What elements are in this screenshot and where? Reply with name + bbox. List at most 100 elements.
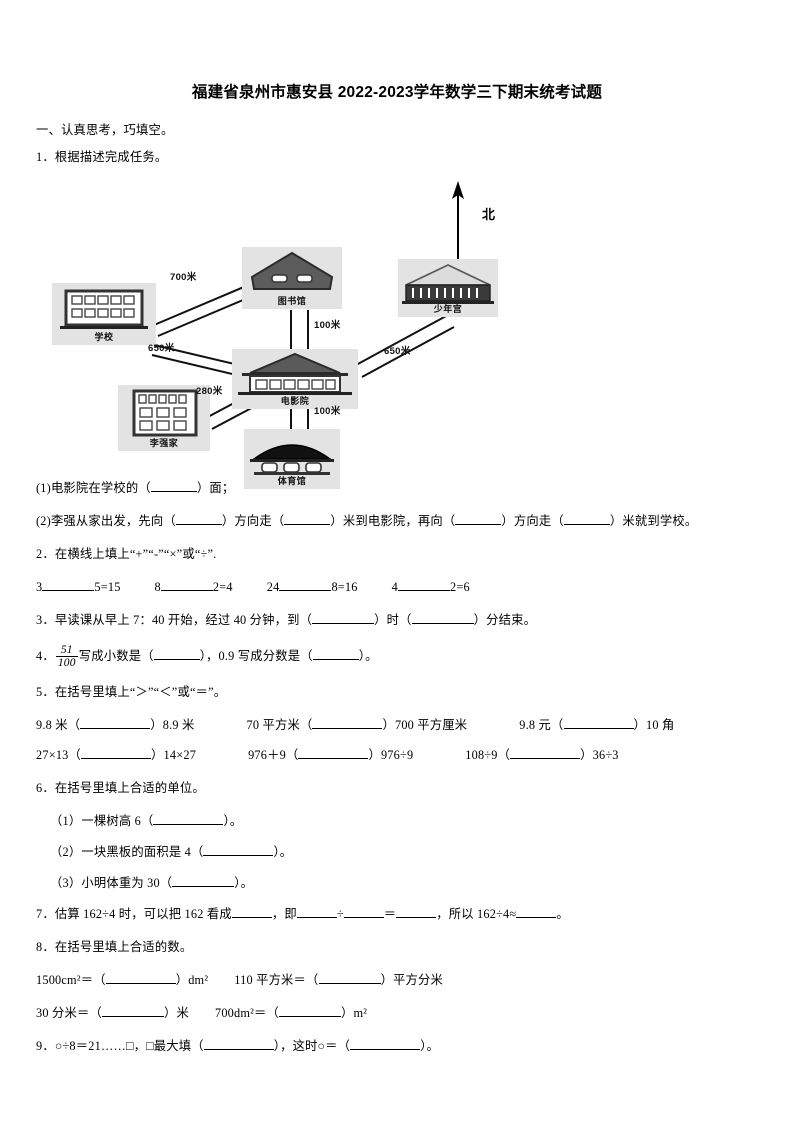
- q9-blank-2[interactable]: [350, 1048, 421, 1050]
- building-label-youth-palace: 少年宫: [433, 304, 463, 315]
- q8-r2-i1-left: 30 分米＝（: [36, 1005, 102, 1020]
- q6-i2-tail: ）。: [273, 844, 293, 859]
- q5-r2-i2-blank[interactable]: [298, 757, 369, 759]
- q6-i3-label: （3）小明体重为 30（: [50, 875, 173, 890]
- q6-i2-blank[interactable]: [203, 854, 274, 856]
- q6-i1-label: （1）一棵树高 6（: [50, 813, 154, 828]
- q8-r2-i1-blank[interactable]: [101, 1015, 164, 1017]
- q7-c: ÷: [336, 906, 344, 921]
- building-library: 图书馆: [242, 247, 342, 310]
- q1-sub2-a: (2)李强从家出发，先向（: [36, 514, 176, 529]
- distance-label-school-cinema: 650米: [148, 343, 175, 355]
- q7-blank-4[interactable]: [396, 916, 437, 918]
- question-1-sub1: (1)电影院在学校的（ ）面；: [36, 479, 758, 498]
- q2-item-4-blank[interactable]: [398, 590, 450, 592]
- q1-sub2-blank-1[interactable]: [175, 524, 222, 526]
- q6-i2-label: （2）一块黑板的面积是 4（: [50, 844, 204, 859]
- q5-r1-i1-left: 9.8 米（: [36, 718, 81, 733]
- q2-text: 在横线上填上“+”“-”“×”或“÷”.: [54, 547, 217, 562]
- q2-item-4-right: 2=6: [450, 580, 470, 595]
- q2-item-3-left: 24: [266, 580, 280, 595]
- q6-i1-blank[interactable]: [153, 823, 224, 825]
- q7-blank-2[interactable]: [296, 916, 337, 918]
- q1-sub1-blank[interactable]: [150, 491, 197, 493]
- q8-r1-i2-left: 110 平方米＝（: [234, 972, 319, 987]
- q4-a: 写成小数是（: [78, 649, 154, 664]
- building-cinema: 电影院: [232, 349, 358, 410]
- q7-blank-5[interactable]: [516, 916, 557, 918]
- q6-i3-blank[interactable]: [172, 885, 235, 887]
- q1-sub2-d: ）方向走（: [501, 514, 564, 529]
- q5-r1-i3-blank[interactable]: [563, 728, 634, 730]
- q2-item-1-right: 5=15: [94, 580, 121, 595]
- q2-item-3-blank[interactable]: [279, 590, 332, 592]
- distance-label-library-cinema: 100米: [314, 320, 341, 332]
- q1-sub2-blank-3[interactable]: [455, 524, 502, 526]
- q1-sub1-b: ）面；: [196, 481, 235, 496]
- building-label-li-qiang-home: 李强家: [149, 438, 179, 449]
- q5-r2-i3-left: 108÷9（: [465, 747, 511, 762]
- section-heading-1: 一、认真思考，巧填空。: [36, 123, 174, 137]
- q1-sub2-blank-4[interactable]: [563, 524, 610, 526]
- q5-r2-i2-left: 976＋9（: [248, 747, 299, 762]
- q6-i3-tail: ）。: [234, 875, 254, 890]
- q8-r1-i2-blank[interactable]: [318, 982, 381, 984]
- q2-item-1-blank[interactable]: [42, 590, 95, 592]
- fraction-denominator: 100: [55, 656, 78, 670]
- q8-r1-i2-right: ）平方分米: [380, 972, 444, 987]
- q5-r1-i1-blank[interactable]: [80, 728, 151, 730]
- q1-number: 1．: [36, 150, 55, 164]
- q4-blank-1[interactable]: [153, 659, 200, 661]
- q1-text: 根据描述完成任务。: [54, 150, 168, 164]
- question-1-sub2: (2)李强从家出发，先向（）方向走（）米到电影院，再向（）方向走（）米就到学校。: [36, 512, 758, 531]
- q3-b: ）时（: [374, 613, 412, 628]
- q3-c: ）分结束。: [473, 613, 537, 628]
- q9-number: 9．: [36, 1038, 55, 1053]
- q1-sub2-c: ）米到电影院，再向（: [330, 514, 456, 529]
- q5-number: 5．: [36, 685, 55, 700]
- question-5-stem: 5．在括号里填上“＞”“＜”或“＝”。: [36, 683, 758, 702]
- q1-sub2-blank-2[interactable]: [284, 524, 331, 526]
- q8-r2-i2-blank[interactable]: [279, 1015, 342, 1017]
- question-9: 9．○÷8＝21……□，□最大填（），这时○＝（）。: [36, 1037, 758, 1056]
- q4-blank-2[interactable]: [312, 659, 359, 661]
- q5-r1-i2-left: 70 平方米（: [246, 718, 313, 733]
- q7-blank-3[interactable]: [343, 916, 384, 918]
- distance-label-school-library: 700米: [170, 272, 197, 284]
- q2-item-3-right: 8=16: [331, 580, 358, 595]
- question-6-item-3: （3）小明体重为 30（ ）。: [36, 873, 758, 891]
- q1-sub1-a: (1)电影院在学校的（: [36, 481, 151, 496]
- q5-r1-i3-left: 9.8 元（: [519, 718, 564, 733]
- q7-number: 7．: [36, 906, 55, 921]
- q7-blank-1[interactable]: [231, 916, 272, 918]
- question-6-item-2: （2）一块黑板的面积是 4（ ）。: [36, 842, 758, 860]
- q5-r2-i1-blank[interactable]: [81, 757, 152, 759]
- q3-blank-2[interactable]: [411, 623, 474, 625]
- q4-number: 4．: [36, 649, 55, 664]
- q8-r1-i1-blank[interactable]: [105, 982, 176, 984]
- q1-sub2-b: ）方向走（: [221, 514, 285, 529]
- q2-number: 2．: [36, 547, 55, 562]
- q2-item-2-blank[interactable]: [160, 590, 213, 592]
- q3-blank-1[interactable]: [312, 623, 375, 625]
- q5-r2-i3-right: ）36÷3: [580, 747, 619, 762]
- q2-item-2-left: 8: [154, 580, 161, 595]
- building-li-qiang-home: 李强家: [118, 385, 210, 452]
- q7-e: ，所以 162÷4≈: [436, 906, 517, 921]
- q5-r1-i2-blank[interactable]: [312, 728, 383, 730]
- building-gymnasium: 体育馆: [244, 429, 340, 490]
- q6-i1-tail: ）。: [223, 813, 243, 828]
- q9-blank-1[interactable]: [203, 1048, 274, 1050]
- question-6-item-1: （1）一棵树高 6（ ）。: [36, 811, 758, 829]
- q5-r2-i3-blank[interactable]: [510, 757, 581, 759]
- distance-label-home-cinema: 280米: [196, 386, 223, 398]
- q4-c: ）。: [358, 649, 378, 664]
- building-label-library: 图书馆: [277, 296, 307, 307]
- q8-r2-i2-right: ）m²: [341, 1005, 368, 1020]
- q5-r2-i1-left: 27×13（: [36, 747, 82, 762]
